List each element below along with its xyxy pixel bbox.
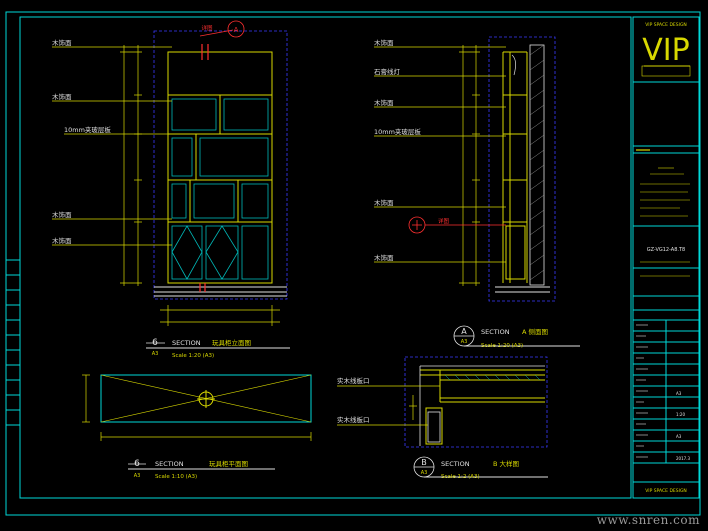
left-margin-ticks — [6, 259, 20, 426]
watermark-text: www.snren.com — [596, 513, 700, 527]
brand-tagline: VIP SPACE DESIGN — [645, 22, 687, 28]
svg-text:A3: A3 — [461, 339, 468, 345]
view-top-right-side-section: 木饰面 石膏线灯 木饰面 10mm夹玻层板 木饰面 木饰面 详图 A A3 SE… — [374, 36, 580, 349]
leader-label-1: 木饰面 — [52, 38, 72, 47]
logo-mark: VIP — [642, 33, 689, 68]
table-value-4: 2017.3 — [676, 456, 690, 461]
svg-text:A: A — [461, 327, 467, 336]
table-value-2: 1:20 — [676, 412, 685, 417]
svg-text:SECTION: SECTION — [155, 460, 184, 468]
side-leader-label-4: 10mm夹玻层板 — [374, 127, 421, 136]
svg-text:玩具柜平面图: 玩具柜平面图 — [209, 459, 248, 468]
view-top-left-elevation: A 详图 木饰面 木饰面 — [52, 20, 290, 359]
side-callout-label: 详图 — [438, 217, 450, 225]
table-value-1: A3 — [676, 391, 682, 396]
svg-text:A 侧面图: A 侧面图 — [522, 327, 548, 336]
leader-label-2: 木饰面 — [52, 92, 72, 101]
project-code: GZ-VG12-A8.T8 — [647, 247, 686, 253]
svg-text:B 大样图: B 大样图 — [493, 459, 519, 468]
outer-frame — [5, 11, 701, 516]
side-leader-label-2: 石膏线灯 — [374, 67, 401, 76]
callout-letter: A — [234, 26, 239, 34]
detail-leader-label-1: 实木线板口 — [337, 376, 370, 385]
view-bottom-left-plan: 6 A3 SECTION 玩具柜平面图 Scale 1:10 (A3) — [82, 374, 312, 480]
svg-text:6: 6 — [134, 459, 140, 469]
brand-footer: VIP SPACE DESIGN — [645, 488, 687, 494]
side-leader-label-1: 木饰面 — [374, 38, 394, 47]
section-marker-6-plan: 6 A3 SECTION 玩具柜平面图 Scale 1:10 (A3) — [128, 459, 275, 480]
svg-text:SECTION: SECTION — [481, 328, 510, 336]
svg-text:A3: A3 — [421, 470, 428, 476]
detail-leader-label-2: 实木线板口 — [337, 415, 370, 424]
svg-text:玩具柜立面图: 玩具柜立面图 — [212, 338, 251, 347]
svg-text:A3: A3 — [152, 351, 159, 357]
side-leader-label-5: 木饰面 — [374, 198, 394, 207]
side-leader-label-6: 木饰面 — [374, 253, 394, 262]
section-marker-a-side: A A3 SECTION A 侧面图 Scale 1:20 (A3) — [453, 325, 580, 349]
svg-text:A3: A3 — [134, 473, 141, 479]
section-marker-6-elevation: 6 A3 SECTION 玩具柜立面图 Scale 1:20 (A3) — [146, 338, 290, 359]
callout-circle — [227, 20, 245, 38]
svg-text:Scale 1:20 (A3): Scale 1:20 (A3) — [172, 353, 214, 359]
title-block: VIP SPACE DESIGN VIP GZ-VG12-A8.T8 — [632, 16, 700, 499]
svg-text:B: B — [421, 458, 427, 467]
view-bottom-right-detail: 实木线板口 实木线板口 B A3 SECTION B 大样图 Scale 1:2… — [337, 356, 548, 480]
leader-label-5: 木饰面 — [52, 236, 72, 245]
svg-text:Scale 1:20 (A3): Scale 1:20 (A3) — [481, 343, 523, 349]
svg-text:Scale 1:10 (A3): Scale 1:10 (A3) — [155, 474, 197, 480]
callout-label: 详图 — [201, 24, 213, 32]
leader-label-4: 木饰面 — [52, 210, 72, 219]
svg-text:SECTION: SECTION — [441, 460, 470, 468]
leader-label-3: 10mm夹玻层板 — [64, 125, 111, 134]
svg-text:SECTION: SECTION — [172, 339, 201, 347]
table-value-3: A3 — [676, 434, 682, 439]
inner-frame — [19, 16, 632, 499]
svg-text:Scale 1:2 (A3): Scale 1:2 (A3) — [441, 474, 480, 480]
side-leader-label-3: 木饰面 — [374, 98, 394, 107]
svg-text:6: 6 — [152, 338, 158, 348]
section-marker-b-detail: B A3 SECTION B 大样图 Scale 1:2 (A3) — [413, 456, 548, 480]
